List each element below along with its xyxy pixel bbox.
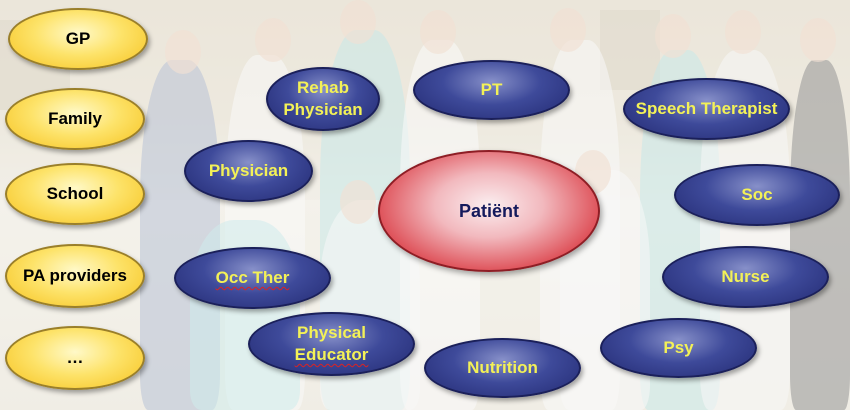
prof-soc-label: Soc [741,185,773,204]
person-head [165,30,201,74]
prof-speech-therapist-label: Speech Therapist [635,99,778,118]
stakeholder-gp-label: GP [65,29,91,48]
prof-physical-educator-line2: Educator [294,345,369,364]
person-figure [790,60,850,410]
prof-nurse: Nurse [662,246,829,308]
prof-nurse-label: Nurse [721,267,770,286]
stakeholder-more-label: … [66,348,84,367]
prof-psy: Psy [600,318,757,378]
person-head [800,18,836,62]
person-head [340,0,376,44]
prof-soc: Soc [674,164,840,226]
prof-pt: PT [413,60,570,120]
stakeholder-family: Family [5,88,145,150]
person-head [340,180,376,224]
stakeholder-pa-providers: PA providers [5,244,145,308]
prof-rehab-physician-line2: Physician [283,100,363,119]
patient-label: Patiënt [458,200,519,221]
prof-physical-educator: Physical Educator [248,312,415,376]
prof-speech-therapist: Speech Therapist [623,78,790,140]
prof-nutrition-label: Nutrition [467,358,538,377]
prof-physical-educator-label: Physical Educator [295,322,369,366]
prof-rehab-physician-label: Rehab Physician [283,77,362,121]
prof-psy-label: Psy [663,338,694,357]
stakeholder-school: School [5,163,145,225]
person-head [550,8,586,52]
person-head [255,18,291,62]
prof-physician-label: Physician [208,161,289,180]
person-head [655,14,691,58]
stakeholder-gp: GP [8,8,148,70]
stakeholder-more: … [5,326,145,390]
prof-occ-ther-label: Occ Ther [215,268,290,287]
prof-occ-ther: Occ Ther [174,247,331,309]
prof-rehab-physician: Rehab Physician [266,67,380,131]
prof-physical-educator-line1: Physical [297,323,366,342]
prof-pt-label: PT [480,80,503,99]
window [600,10,660,90]
prof-rehab-physician-line1: Rehab [297,78,349,97]
person-head [725,10,761,54]
person-head [420,10,456,54]
stakeholder-pa-providers-label: PA providers [23,266,127,285]
stakeholder-family-label: Family [48,109,102,128]
stakeholder-school-label: School [46,184,104,203]
patient-node: Patiënt [378,150,600,272]
prof-physician: Physician [184,140,313,202]
prof-nutrition: Nutrition [424,338,581,398]
